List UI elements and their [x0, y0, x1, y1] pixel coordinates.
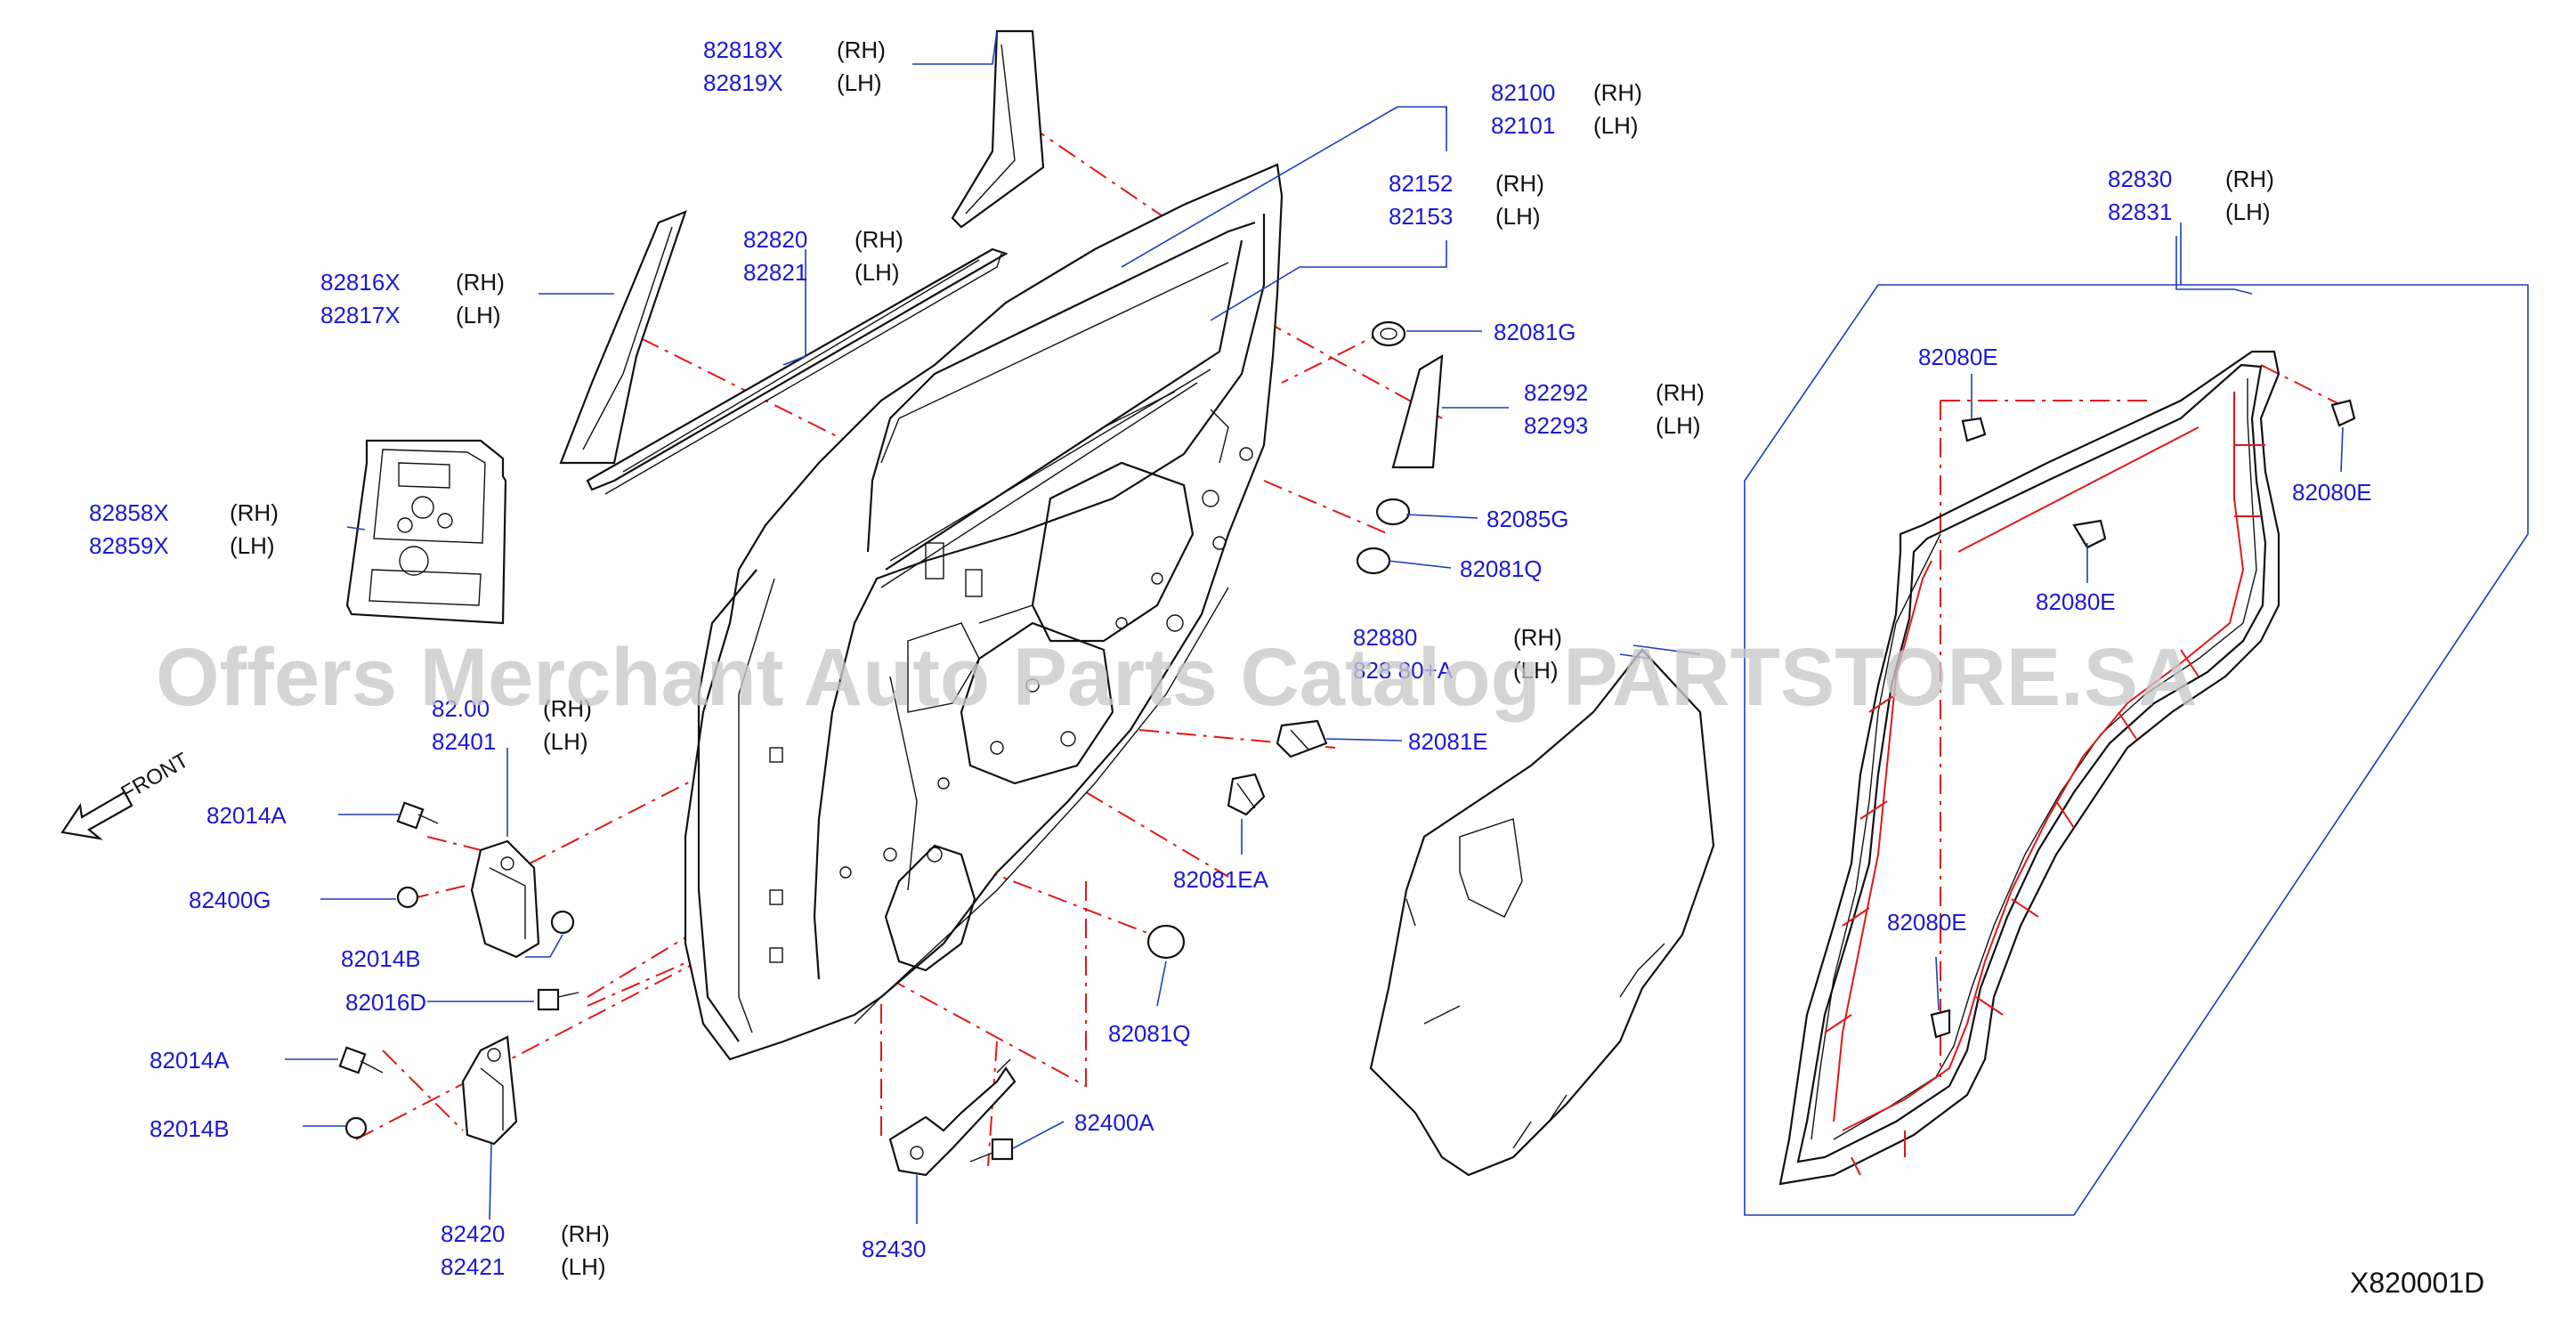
part-number-label[interactable]: 82081Q: [1460, 555, 1543, 582]
sealing-screen-82292: [1391, 353, 1444, 469]
clip-82080e-d: [1930, 1009, 1951, 1039]
part-number-label[interactable]: 82081E: [1408, 728, 1488, 755]
part-number-label[interactable]: 82859X: [89, 532, 169, 559]
part-number-label[interactable]: 82152: [1389, 170, 1453, 197]
side-label: (RH): [543, 695, 592, 722]
diagram-code: X820001D: [2350, 1267, 2484, 1299]
part-number-label[interactable]: 82293: [1524, 412, 1588, 439]
part-number-label[interactable]: 828 80+A: [1353, 657, 1454, 684]
part-number-label[interactable]: 82014A: [207, 802, 287, 829]
side-label: (LH): [230, 532, 275, 559]
part-number-label[interactable]: 82821: [743, 259, 807, 286]
part-number-label[interactable]: 82880: [1353, 624, 1417, 651]
part-number-label[interactable]: 82100: [1491, 79, 1555, 106]
part-number-label[interactable]: 82080E: [2292, 479, 2372, 506]
side-label: (RH): [1495, 170, 1544, 197]
part-number-label[interactable]: 82.00: [432, 695, 490, 722]
part-number-label[interactable]: 82014B: [150, 1115, 230, 1142]
part-number-label[interactable]: 82820: [743, 226, 807, 253]
lower-hinge-82420: [461, 1035, 518, 1146]
grommet-82081g: [1371, 320, 1406, 347]
door-weatherstrip-82830: [1778, 350, 2280, 1186]
rear-sash-trim-82818x: [951, 29, 1045, 229]
part-number-label[interactable]: 82080E: [1887, 909, 1967, 936]
bolt-82400a: [969, 1138, 1014, 1163]
part-number-label[interactable]: 82014A: [150, 1047, 230, 1074]
clip-82081ea: [1227, 773, 1266, 816]
side-label: (RH): [1656, 379, 1705, 406]
part-number-label[interactable]: 82085G: [1486, 506, 1569, 532]
clip-82080e-c: [2072, 519, 2107, 549]
upper-hinge-82400: [470, 839, 540, 959]
part-number-label[interactable]: 82858X: [89, 499, 169, 526]
part-number-label[interactable]: 82080E: [1918, 344, 1998, 370]
side-label: (RH): [561, 1220, 610, 1247]
side-label: (LH): [1656, 412, 1701, 439]
side-label: (LH): [561, 1253, 606, 1280]
part-number-label[interactable]: 82816X: [320, 269, 401, 296]
side-label: (RH): [230, 499, 279, 526]
part-number-label[interactable]: 82081G: [1494, 319, 1576, 345]
side-label: (RH): [456, 269, 505, 296]
side-label: (RH): [837, 36, 886, 63]
clip-82080e-b: [2330, 399, 2356, 427]
side-label: (RH): [855, 226, 903, 253]
part-number-label[interactable]: 82430: [862, 1236, 926, 1262]
side-label: (LH): [855, 259, 900, 286]
watermark: Offers Merchant Auto Parts Catalog PARTS…: [156, 632, 2198, 723]
part-number-label[interactable]: 82421: [441, 1253, 505, 1280]
side-label: (LH): [837, 69, 882, 96]
rear-door-shell-82100: [684, 163, 1284, 1061]
clip-82080e-a: [1961, 417, 1987, 442]
side-label: (LH): [2225, 199, 2271, 225]
part-number-label[interactable]: 82014B: [341, 945, 421, 972]
side-label: (RH): [2225, 166, 2274, 192]
callout-labels: 82818X (RH) 82819X (LH) 82100 (RH) 82101 (LH) 82…: [89, 36, 2372, 1280]
bumper-82085g: [1375, 498, 1411, 526]
part-number-label[interactable]: 82400A: [1074, 1109, 1154, 1136]
belt-moulding-82820: [586, 247, 1009, 495]
part-number-label[interactable]: 82081EA: [1173, 866, 1269, 893]
part-number-label[interactable]: 82819X: [703, 69, 783, 96]
door-trim-panel-82880: [1369, 648, 1715, 1177]
nut-82014b-lower: [344, 1116, 368, 1139]
part-number-label[interactable]: 82101: [1491, 112, 1555, 139]
door-check-82430: [888, 1058, 1017, 1177]
front-sash-trim-82816x: [559, 210, 687, 465]
front-label: FRONT: [117, 748, 193, 806]
part-number-label[interactable]: 82016D: [345, 989, 426, 1016]
side-label: (LH): [1593, 112, 1639, 139]
side-label: (RH): [1513, 624, 1562, 651]
part-number-label[interactable]: 82400G: [189, 887, 271, 913]
part-number-label[interactable]: 82292: [1524, 379, 1588, 406]
clip-82081e: [1276, 719, 1328, 758]
part-number-label[interactable]: 82081Q: [1108, 1020, 1191, 1047]
part-number-label[interactable]: 82817X: [320, 302, 401, 328]
side-label: (LH): [543, 728, 588, 755]
part-number-label[interactable]: 82818X: [703, 36, 783, 63]
door-panel-label-82858x: [345, 439, 507, 625]
bolt-82014a-lower: [338, 1046, 384, 1074]
leader-lines: [285, 30, 2529, 1224]
part-number-label[interactable]: 82401: [432, 728, 496, 755]
side-label: (LH): [1495, 203, 1541, 230]
side-label: (RH): [1593, 79, 1642, 106]
plug-82081q-lower: [1146, 924, 1186, 960]
front-direction-arrow: FRONT: [61, 748, 193, 840]
part-number-label[interactable]: 82830: [2108, 166, 2172, 192]
part-number-label[interactable]: 82080E: [2036, 588, 2116, 615]
bolt-82014b-top: [550, 910, 575, 935]
side-label: (LH): [456, 302, 501, 328]
part-number-label[interactable]: 82831: [2108, 199, 2172, 225]
bolt-82016d: [537, 988, 579, 1011]
plug-82081q-top: [1356, 547, 1391, 575]
bolt-82014a-top: [396, 801, 439, 830]
side-label: (LH): [1513, 657, 1559, 684]
part-number-label[interactable]: 82153: [1389, 203, 1453, 230]
part-number-label[interactable]: 82420: [441, 1220, 505, 1247]
nut-82400g: [396, 886, 419, 909]
